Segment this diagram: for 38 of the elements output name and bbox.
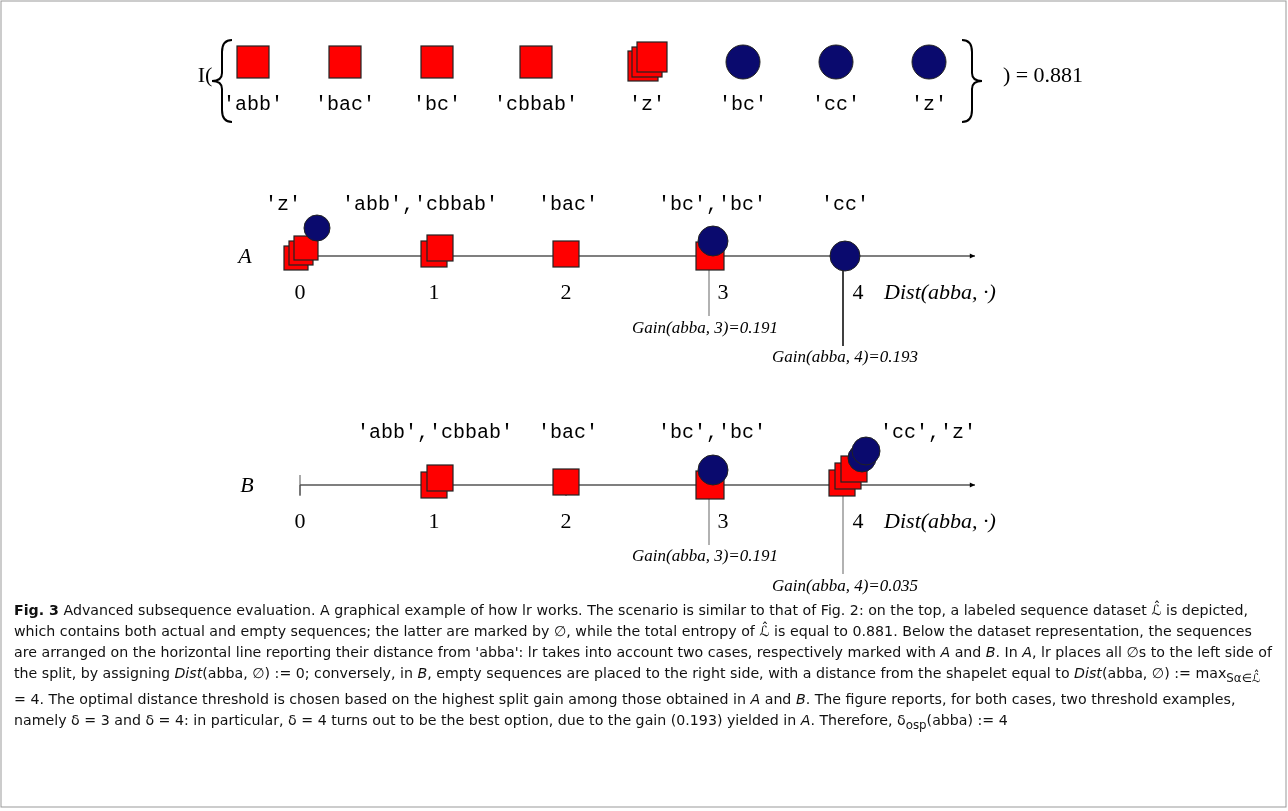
tick-label: 4 <box>852 279 864 305</box>
tick-label: 4 <box>852 508 864 534</box>
formula-text: ) = 0.881 <box>1002 62 1084 88</box>
sequence-label: 'z' <box>265 192 301 216</box>
tick-label: 0 <box>294 279 306 305</box>
sequence-label: 'cc' <box>821 192 869 216</box>
figure-caption: Fig. 3 Advanced subsequence evaluation. A graphical example of how lr works. The scenario is similar to that of Fig. 2: on the top, a labeled sequence dataset ℒ̂ is depicted, which contains both actual and empty sequences; the latter are marked by ∅, while the total entropy of ℒ̂ is equal to 0.881. Below the dataset representation, the sequences are arranged on the horizontal line reporting their distance from 'abba': lr takes into account two cases, respectively marked with A and B. In A, lr places all ∅s to the left side of the split, by assigning Dist(abba, ∅) := 0; conversely, in B, empty sequences are placed to the right side, with a distance from the shapelet equal to Dist(abba, ∅) := max$_{Sα∈ℒ̂}$ = 4. The optimal distance threshold is chosen based on the highest split gain among those obtained in A and B. The figure reports, for both cases, two threshold examples, namely δ = 3 and δ = 4: in particular, δ = 4 turns out to be the best option, due to the gain (0.193) yielded in A. Therefore, δ$_{osp}$(abba) := 4 <box>14 601 1274 734</box>
tick-label: 2 <box>560 279 572 305</box>
sequence-label: 'cc' <box>812 92 860 116</box>
formula-text: I( <box>197 62 213 88</box>
tick-label: 1 <box>428 508 440 534</box>
sequence-label: 'bac' <box>538 192 598 216</box>
sequence-label: 'bc' <box>719 92 767 116</box>
axis-label: Dist(abba, ·) <box>884 508 996 534</box>
gain-annotation: Gain(abba, 4)=0.193 <box>772 347 918 367</box>
sequence-label: 'z' <box>629 92 665 116</box>
sequence-label: 'bc','bc' <box>658 192 766 216</box>
case-label: A <box>238 243 252 269</box>
tick-label: 1 <box>428 279 440 305</box>
sequence-label: 'cc','z' <box>880 420 976 444</box>
case-label: B <box>240 472 254 498</box>
gain-annotation: Gain(abba, 3)=0.191 <box>632 318 778 338</box>
sequence-label: 'abb','cbbab' <box>342 192 498 216</box>
gain-annotation: Gain(abba, 3)=0.191 <box>632 546 778 566</box>
sequence-label: 'bac' <box>538 420 598 444</box>
tick-label: 3 <box>717 279 729 305</box>
sequence-label: 'z' <box>911 92 947 116</box>
sequence-label: 'bc' <box>413 92 461 116</box>
sequence-label: 'abb','cbbab' <box>357 420 513 444</box>
tick-label: 0 <box>294 508 306 534</box>
sequence-label: 'cbbab' <box>494 92 578 116</box>
sequence-label: 'bac' <box>315 92 375 116</box>
tick-label: 3 <box>717 508 729 534</box>
sequence-label: 'abb' <box>223 92 283 116</box>
tick-label: 2 <box>560 508 572 534</box>
axis-label: Dist(abba, ·) <box>884 279 996 305</box>
sequence-label: 'bc','bc' <box>658 420 766 444</box>
gain-annotation: Gain(abba, 4)=0.035 <box>772 576 918 596</box>
